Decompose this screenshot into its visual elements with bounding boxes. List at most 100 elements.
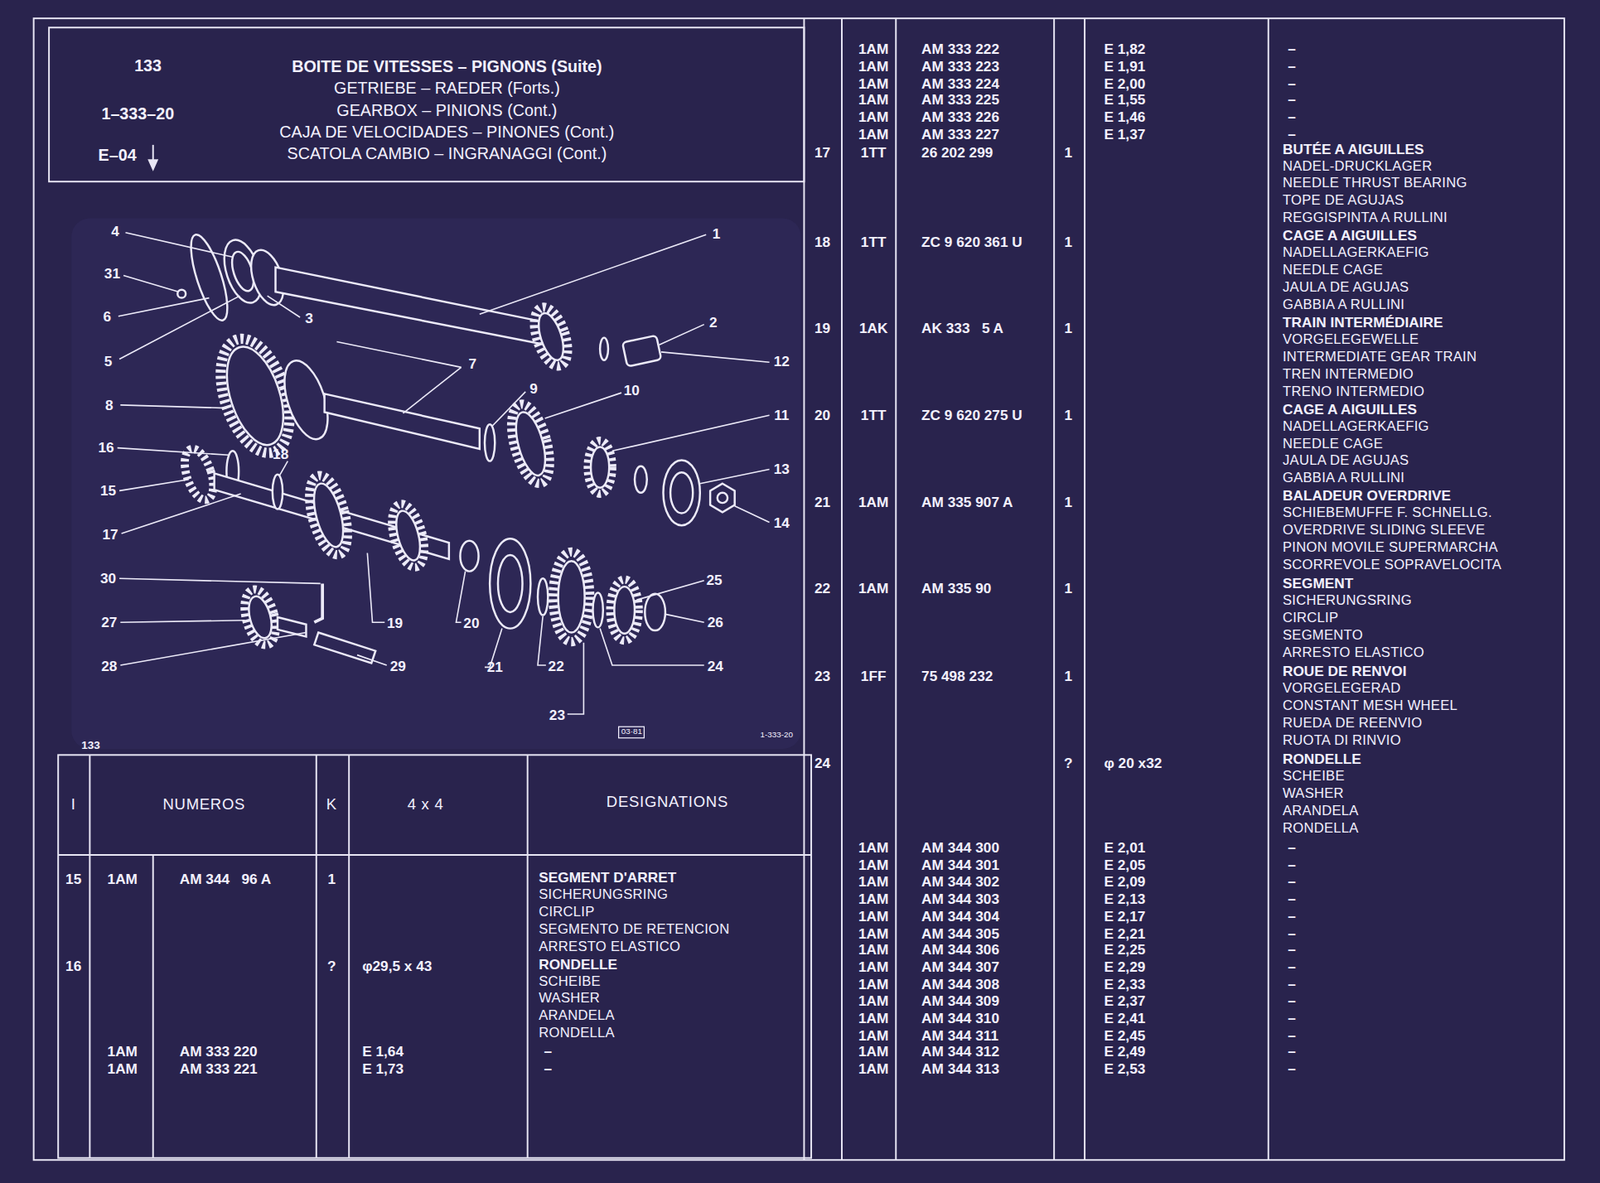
designation-heading: RONDELLE [538,957,618,972]
frame-lines [841,18,843,1161]
designation-text: ARRESTO ELASTICO [1282,645,1425,660]
table-cell: 18 [814,234,831,250]
table-cell: – [1287,92,1296,108]
gearbox-illustration [622,335,662,368]
table-cell: 1 [1064,494,1074,510]
table-cell: 23 [814,668,831,684]
callout-number: 12 [773,353,790,369]
callout-number: 19 [386,615,403,631]
table-cell: 1AM [858,41,889,57]
designation-text: TRENO INTERMEDIO [1282,384,1425,399]
table-cell: 1AM [858,1062,889,1078]
table-cell: E 2,41 [1103,1010,1146,1026]
column-header: DESIGNATIONS [606,793,729,810]
frame-lines [1267,18,1270,1161]
table-cell: 1 [1064,321,1074,337]
table-cell: E 2,45 [1103,1028,1146,1044]
designation-text: SEGMENTO [1282,628,1364,643]
callout-number: 26 [707,614,724,630]
leader-lines [402,367,461,413]
callout-number: 4 [111,224,120,240]
designation-text: NADELLAGERKAEFIG [1282,246,1430,261]
leader-lines [665,613,705,623]
callout-number: 9 [529,381,538,397]
leader-lines [367,552,385,623]
gearbox-illustration [552,551,590,642]
table-cell: AM 333 224 [921,75,1000,91]
table-cell: 1AM [858,925,889,941]
table-cell: ? [1063,755,1074,771]
table-cell: 1AM [858,581,889,597]
leader-lines [479,234,706,315]
table-cell: 1AM [858,75,889,91]
table-cell: AM 344 96 A [179,872,272,888]
figure-reference: 03·81 [618,726,646,740]
leader-lines [545,392,622,419]
callout-number: 29 [390,658,407,674]
callout-number: 6 [103,309,112,324]
callout-number: 18 [272,446,289,462]
table-cell: 20 [814,407,831,423]
designation-text: RUOTA DI RINVIO [1282,733,1402,748]
callout-number: 1 [712,226,721,242]
leader-lines [357,655,387,666]
callout-number: 5 [104,353,113,369]
table-cell: AM 344 313 [921,1062,1000,1078]
table-cell: 21 [814,494,831,510]
frame-lines [1053,18,1055,1161]
table-cell: E 2,05 [1103,857,1146,873]
table-cell: ZC 9 620 275 U [921,407,1023,423]
gearbox-illustration [670,472,693,513]
table-cell: 15 [65,872,82,888]
table-cell: 1AM [858,92,889,108]
table-cell: AM 344 312 [921,1044,1000,1060]
designation-text: WASHER [538,991,600,1006]
table-cell: – [1287,1010,1296,1026]
gearbox-illustration [497,555,523,613]
designation-heading: ROUE DE RENVOI [1282,663,1407,679]
frame-lines [315,754,318,1158]
gearbox-illustration [527,303,575,371]
table-cell: 16 [65,958,82,974]
leader-lines [120,620,245,623]
callout-number: 7 [468,357,477,373]
gearbox-illustration [609,579,639,641]
designation-text: ARANDELA [538,1008,615,1023]
table-cell: – [1287,75,1296,91]
designation-heading: BALADEUR OVERDRIVE [1282,488,1451,503]
gearbox-illustration [484,424,495,461]
table-cell: 1 [327,872,336,888]
table-cell: 75 498 232 [921,668,993,684]
designation-text: ARANDELA [1282,803,1359,818]
table-cell: – [1287,908,1296,924]
callout-number: 24 [707,658,724,674]
table-cell: E 1,64 [362,1044,404,1060]
designation-text: SCHEIBE [538,974,601,989]
leader-lines [636,580,704,600]
callout-number: 11 [773,407,789,423]
table-cell: AM 344 308 [921,976,1000,992]
table-cell: E 2,49 [1103,1044,1146,1060]
designation-text: NADELLAGERKAEFIG [1282,419,1430,434]
table-cell: AM 344 304 [921,908,1000,924]
column-header: NUMEROS [163,796,247,813]
leader-lines [537,616,547,666]
leader-lines [119,295,240,359]
table-cell: 1AM [858,857,889,873]
table-cell: 1AM [858,908,889,924]
designation-text: NEEDLE CAGE [1282,262,1383,277]
table-cell: 1AM [858,874,889,890]
designation-text: NEEDLE THRUST BEARING [1282,176,1468,191]
designation-text: SICHERUNGSRING [1282,593,1412,608]
designation-text: GABBIA A RULLINI [1282,470,1405,485]
gearbox-illustration [459,541,479,572]
page-reference: 1–333–20 [101,106,175,124]
leader-lines [120,405,227,409]
down-arrow [149,145,158,170]
designation-text: TOPE DE AGUJAS [1282,193,1404,208]
gearbox-illustration [177,231,735,664]
table-cell: AM 335 90 [921,581,991,597]
gearbox-illustration [599,338,609,361]
designation-text: INTERMEDIATE GEAR TRAIN [1282,349,1477,364]
